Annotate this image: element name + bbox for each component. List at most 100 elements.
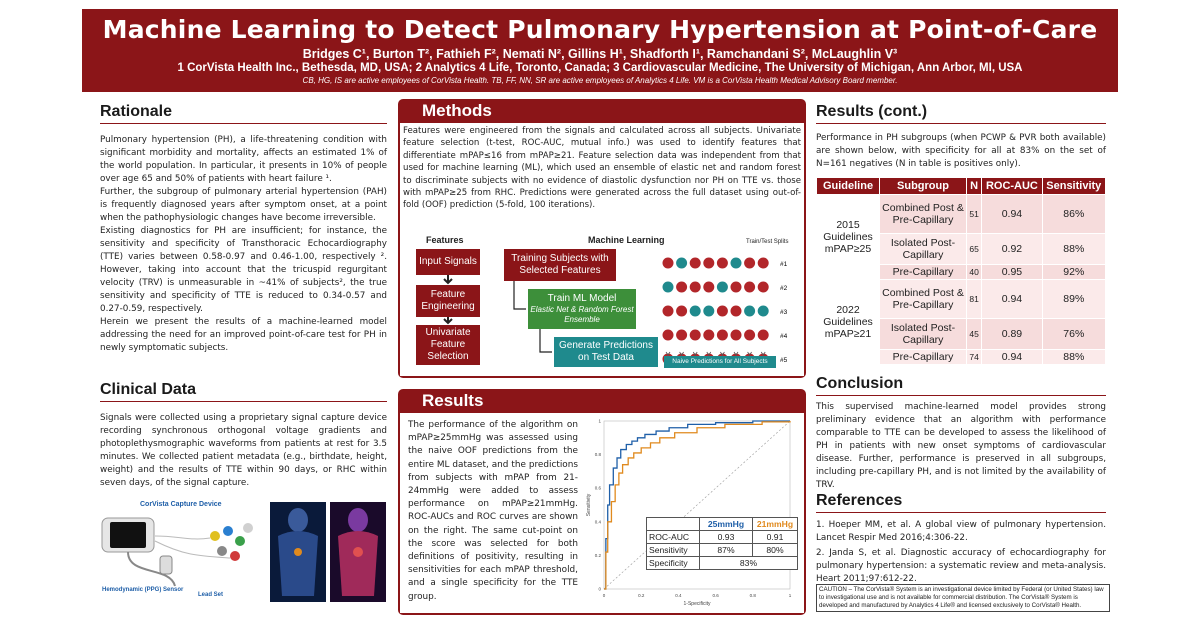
train-fold-dot <box>661 328 675 342</box>
poster: Machine Learning to Detect Pulmonary Hyp… <box>82 9 1118 619</box>
train-fold-dot <box>729 280 743 294</box>
results-cont-section: Results (cont.) Performance in PH subgro… <box>816 101 1107 365</box>
conclusion-section: Conclusion This supervised machine-learn… <box>816 373 1106 492</box>
x-tick-label: 0.4 <box>675 593 682 598</box>
rationale-p4: Herein we present the results of a machi… <box>100 317 387 353</box>
y-axis-label: Sensitivity <box>586 493 592 516</box>
train-fold-dot <box>702 280 716 294</box>
sens-cell: 88% <box>1041 349 1107 365</box>
results-text: The performance of the algorithm on mPAP… <box>408 420 578 602</box>
methods-title: Methods <box>422 101 492 120</box>
auc-cell: 0.94 <box>981 194 1043 234</box>
y-tick-label: 0.2 <box>595 553 602 558</box>
sensitivity-21: 80% <box>752 543 798 557</box>
table-row: 2015 Guidelines mPAP≥25 Combined Post & … <box>816 194 1107 280</box>
x-tick-label: 1 <box>789 593 792 598</box>
features-header: Features <box>426 235 464 245</box>
auc-cell: 0.94 <box>981 349 1043 365</box>
train-fold-dot <box>729 304 743 318</box>
roc-auc-label: ROC-AUC <box>646 530 700 544</box>
reference-2: 2. Janda S, et al. Diagnostic accuracy o… <box>816 548 1106 584</box>
train-fold-dot <box>715 328 729 342</box>
train-fold-dot <box>675 304 689 318</box>
header-sensitivity: Sensitivity <box>1041 177 1107 195</box>
roc-auc-25: 0.93 <box>699 530 753 544</box>
conclusion-title: Conclusion <box>816 373 1106 396</box>
test-fold-dot <box>661 280 675 294</box>
results-panel: Results The performance of the algorithm… <box>398 389 806 615</box>
train-fold-dot <box>743 280 757 294</box>
sensor-label: Hemodynamic (PPG) Sensor <box>102 587 184 593</box>
clinical-data-section: Clinical Data Signals were collected usi… <box>100 379 387 609</box>
roc-curve-25mmHg <box>604 420 790 590</box>
split-label: #3 <box>780 309 788 316</box>
specificity-value: 83% <box>699 556 798 570</box>
test-fold-dot <box>743 304 757 318</box>
test-fold-dot <box>715 280 729 294</box>
subgroup-cell: Isolated Post-Capillary <box>879 233 967 265</box>
header-subgroup: Subgroup <box>879 177 967 195</box>
col-25-header: 25mmHg <box>699 517 753 531</box>
author-list: Bridges C¹, Burton T², Fathieh F², Nemat… <box>302 47 898 61</box>
reference-1: 1. Hoeper MM, et al. A global view of pu… <box>816 520 1106 543</box>
train-model-box: Train ML Model Elastic Net & Random Fore… <box>528 289 636 329</box>
methods-panel: Methods Features were engineered from th… <box>398 99 806 378</box>
y-tick-label: 0 <box>598 587 601 592</box>
subgroup-cell: Combined Post & Pre-Capillary <box>879 194 967 234</box>
methods-text: Features were engineered from the signal… <box>403 126 801 211</box>
train-fold-dot <box>675 280 689 294</box>
split-label: #4 <box>780 333 788 340</box>
conclusion-text: This supervised machine-learned model pr… <box>816 402 1106 490</box>
x-tick-label: 0.2 <box>638 593 645 598</box>
sens-cell: 86% <box>1041 194 1107 234</box>
train-fold-dot <box>715 256 729 270</box>
clinical-data-body: Signals were collected using a proprieta… <box>100 413 387 488</box>
train-fold-dot <box>702 328 716 342</box>
subgroup-table: Guideline Subgroup N ROC-AUC Sensitivity… <box>816 177 1107 365</box>
references-title: References <box>816 490 1106 513</box>
test-fold-dot <box>756 304 770 318</box>
subgroup-cell: Pre-Capillary <box>879 349 967 365</box>
subgroup-cell: Pre-Capillary <box>879 264 967 280</box>
subgroup-cell: Combined Post & Pre-Capillary <box>879 279 967 319</box>
device-cable <box>127 551 176 587</box>
ppg-sensor-shape <box>159 555 173 575</box>
subgroup-cell: Isolated Post-Capillary <box>879 318 967 350</box>
specificity-label: Specificity <box>646 556 700 570</box>
table-row: 2022 Guidelines mPAP≥21 Combined Post & … <box>816 279 1107 365</box>
train-fold-dot <box>743 256 757 270</box>
sensitivity-label: Sensitivity <box>646 543 700 557</box>
clinical-data-title: Clinical Data <box>100 379 387 402</box>
test-fold-dot <box>729 256 743 270</box>
table-row: Isolated Post-Capillary 45 0.89 76% <box>817 318 1107 350</box>
rationale-p2: Further, the subgroup of pulmonary arter… <box>100 187 387 223</box>
naive-predictions-bar: Naive Predictions for All Subjects <box>664 356 776 368</box>
training-subjects-box: Training Subjects with Selected Features <box>504 249 616 281</box>
roc-summary-table: 25mmHg 21mmHg ROC-AUC 0.93 0.91 Sensitiv… <box>646 517 798 570</box>
rationale-p1: Pulmonary hypertension (PH), a life-thre… <box>100 135 387 184</box>
x-axis-label: 1-Specificity <box>684 601 711 607</box>
test-fold-dot <box>702 304 716 318</box>
lead-set-icon <box>154 523 253 561</box>
n-cell: 45 <box>965 318 983 350</box>
split-label: #2 <box>780 285 788 292</box>
auc-cell: 0.94 <box>981 279 1043 319</box>
test-fold-dot <box>688 304 702 318</box>
y-tick-label: 1 <box>598 419 601 424</box>
device-screen <box>110 522 146 548</box>
results-cont-title: Results (cont.) <box>816 101 1106 124</box>
table-row: Isolated Post-Capillary 65 0.92 88% <box>817 233 1107 265</box>
x-tick-label: 0 <box>603 593 606 598</box>
n-cell: 74 <box>965 349 983 365</box>
poster-header: Machine Learning to Detect Pulmonary Hyp… <box>82 9 1118 92</box>
auc-cell: 0.92 <box>981 233 1043 265</box>
univariate-selection-box: Univariate Feature Selection <box>416 325 480 365</box>
header-guideline: Guideline <box>816 177 880 195</box>
y-tick-label: 0.4 <box>595 519 602 524</box>
roc-auc-21: 0.91 <box>752 530 798 544</box>
train-fold-dot <box>729 328 743 342</box>
train-test-split-grid: #1#2#3#4#5 <box>661 256 788 366</box>
guideline-2015: 2015 Guidelines mPAP≥25 <box>816 194 880 280</box>
train-fold-dot <box>756 256 770 270</box>
